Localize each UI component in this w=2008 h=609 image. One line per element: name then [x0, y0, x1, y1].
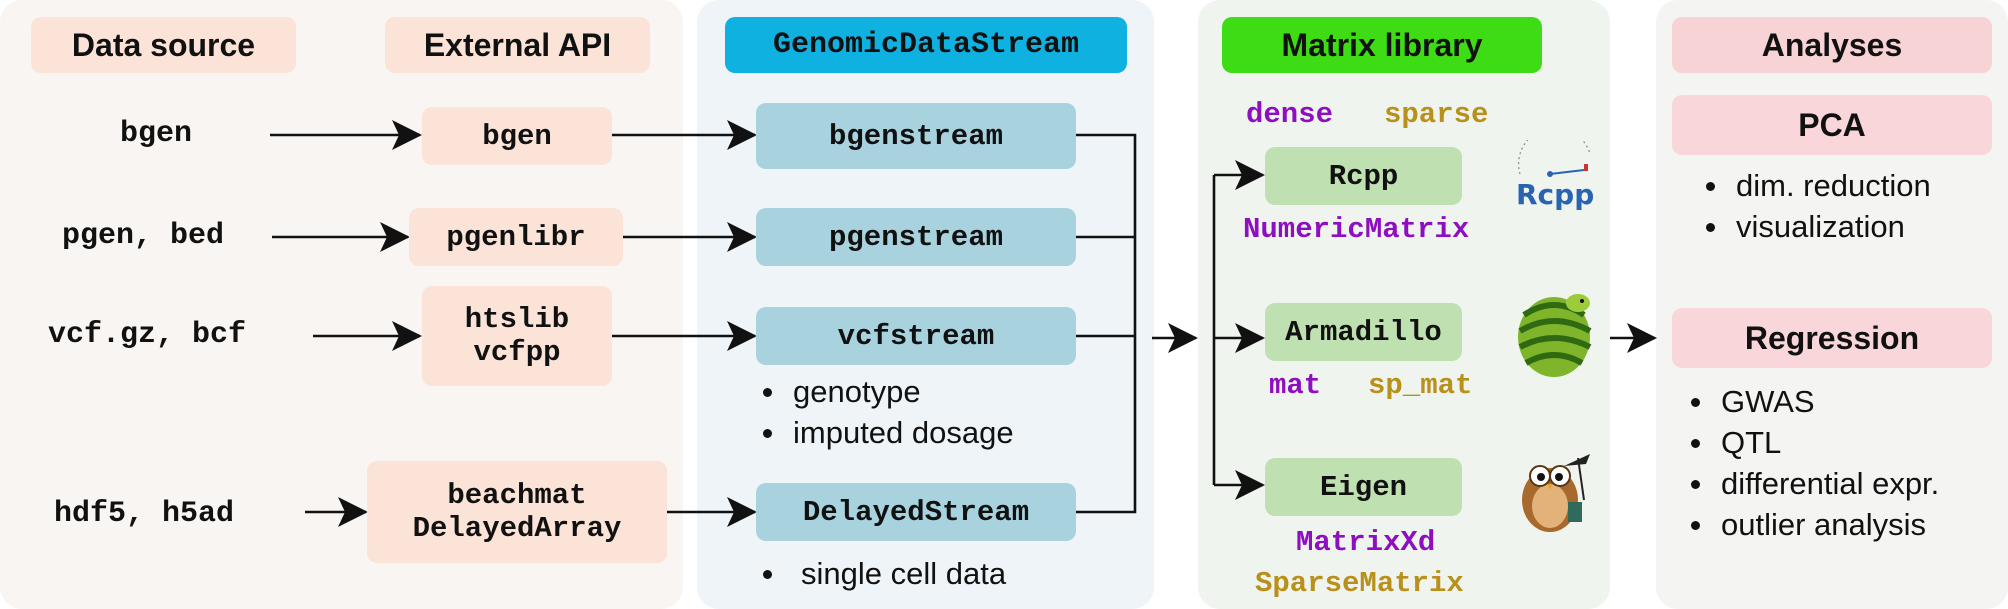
stream-delayedstream: DelayedStream: [756, 483, 1076, 541]
source-vcf-bcf: vcf.gz, bcf: [48, 318, 247, 352]
stream-vcfstream: vcfstream: [756, 307, 1076, 365]
label-matrixxd: MatrixXd: [1296, 526, 1436, 559]
bullet-single-cell: single cell data: [757, 553, 1006, 594]
api-beachmat-delayedarray: beachmat DelayedArray: [367, 461, 667, 563]
header-external-api: External API: [385, 17, 650, 73]
regression-bullets: GWAS QTL differential expr. outlier anal…: [1685, 381, 1939, 545]
source-pgen-bed: pgen, bed: [62, 219, 225, 253]
bullet-gwas: GWAS: [1685, 381, 1939, 422]
api-bgen: bgen: [422, 107, 612, 165]
label-mat: mat: [1269, 369, 1322, 402]
header-data-source: Data source: [31, 17, 296, 73]
analysis-regression: Regression: [1672, 308, 1992, 368]
api-htslib-vcfpp: htslib vcfpp: [422, 286, 612, 386]
header-genomic-data-stream: GenomicDataStream: [725, 17, 1127, 73]
matrix-eigen: Eigen: [1265, 458, 1462, 516]
bullet-differential-expr: differential expr.: [1685, 463, 1939, 504]
label-sparse: sparse: [1384, 98, 1489, 131]
stream-pgenstream: pgenstream: [756, 208, 1076, 266]
armadillo-logo-icon: [1512, 285, 1598, 381]
label-sparsematrix: SparseMatrix: [1255, 567, 1464, 600]
source-hdf5-h5ad: hdf5, h5ad: [54, 497, 235, 531]
label-dense: dense: [1246, 98, 1334, 131]
vcfstream-bullets: genotype imputed dosage: [757, 371, 1014, 453]
label-sp-mat: sp_mat: [1368, 369, 1473, 402]
api-delayedarray-label: DelayedArray: [412, 512, 622, 545]
pca-bullets: dim. reduction visualization: [1700, 165, 1931, 247]
bullet-outlier-analysis: outlier analysis: [1685, 504, 1939, 545]
header-analyses: Analyses: [1672, 17, 1992, 73]
bullet-qtl: QTL: [1685, 422, 1939, 463]
matrix-rcpp: Rcpp: [1265, 147, 1462, 205]
rcpp-logo-text: Rcpp: [1516, 178, 1595, 211]
api-vcfpp-label: vcfpp: [473, 336, 561, 369]
header-matrix-library: Matrix library: [1222, 17, 1542, 73]
rcpp-logo-icon: Rcpp: [1512, 127, 1600, 215]
eigen-owl-logo-icon: [1512, 440, 1598, 534]
api-beachmat-label: beachmat: [447, 478, 587, 512]
api-pgenlibr: pgenlibr: [409, 208, 623, 266]
api-htslib-label: htslib: [464, 302, 570, 336]
bullet-genotype: genotype: [757, 371, 1014, 412]
bullet-visualization: visualization: [1700, 206, 1931, 247]
matrix-armadillo: Armadillo: [1265, 303, 1462, 361]
bullet-dim-reduction: dim. reduction: [1700, 165, 1931, 206]
delayedstream-bullets: single cell data: [757, 553, 1006, 594]
bullet-imputed-dosage: imputed dosage: [757, 412, 1014, 453]
analysis-pca: PCA: [1672, 95, 1992, 155]
stream-bgenstream: bgenstream: [756, 103, 1076, 169]
source-bgen: bgen: [120, 117, 193, 151]
label-numericmatrix: NumericMatrix: [1243, 213, 1470, 246]
